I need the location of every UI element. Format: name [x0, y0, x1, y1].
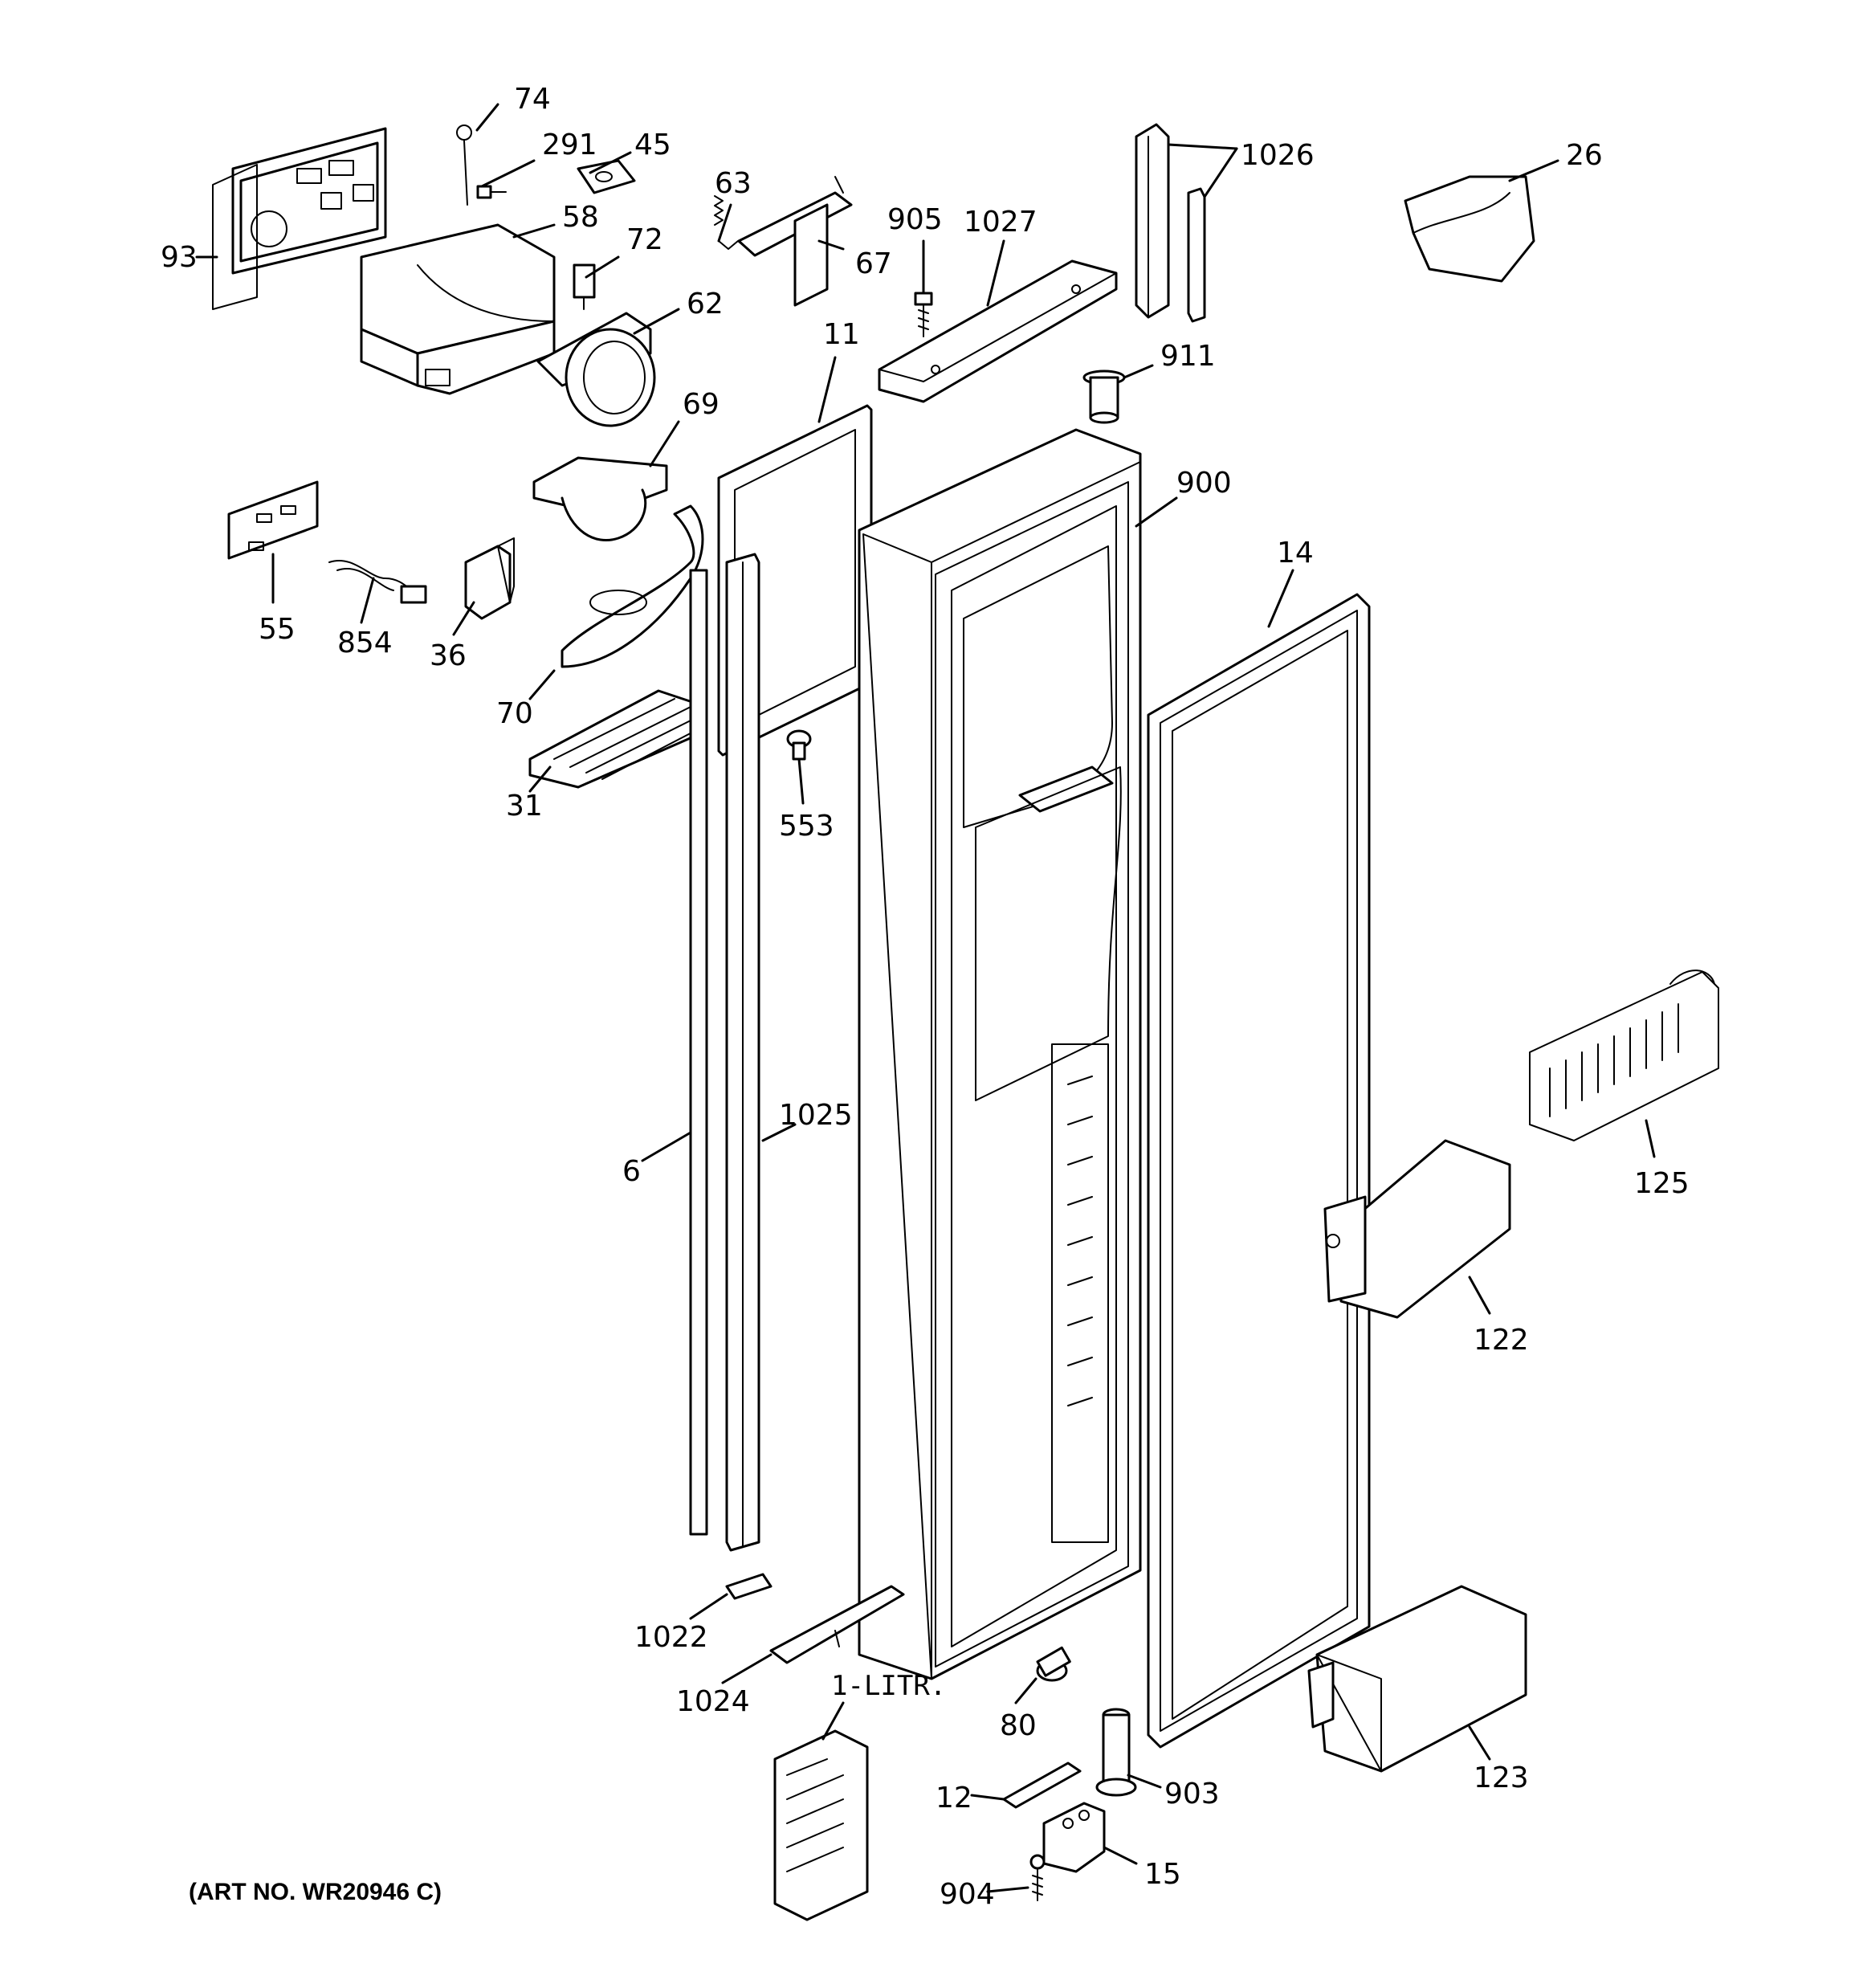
part-905-screw[interactable] — [914, 292, 933, 337]
label-45: 45 — [634, 129, 671, 161]
label-11: 11 — [823, 318, 860, 351]
part-36-bracket[interactable] — [464, 537, 515, 620]
art-number-caption: (ART NO. WR20946 C) — [189, 1879, 442, 1905]
label-291: 291 — [542, 129, 597, 161]
part-854-harness[interactable] — [328, 560, 427, 604]
part-904-screw[interactable] — [1029, 1854, 1046, 1901]
part-70-chute[interactable] — [561, 504, 704, 668]
label-6: 6 — [622, 1155, 641, 1188]
part-12-hinge-plate[interactable] — [1002, 1761, 1082, 1809]
part-15-hinge[interactable] — [1042, 1802, 1106, 1873]
part-1026-trim-strips[interactable] — [1135, 123, 1206, 323]
part-80-fitting[interactable] — [1036, 1646, 1071, 1682]
label-1025: 1025 — [779, 1099, 853, 1132]
part-6-rod[interactable] — [689, 569, 708, 1536]
part-labels: 74 291 45 58 93 72 62 63 67 905 1027 102… — [161, 83, 1690, 1911]
label-63: 63 — [715, 167, 752, 200]
label-36: 36 — [430, 639, 467, 672]
part-1027-top-cap[interactable] — [878, 259, 1118, 403]
label-31: 31 — [506, 790, 543, 823]
part-1022-clip[interactable] — [725, 1573, 773, 1600]
label-123: 123 — [1474, 1761, 1529, 1794]
label-70: 70 — [496, 697, 533, 730]
part-900-door-liner[interactable] — [858, 428, 1142, 1680]
label-80: 80 — [1000, 1709, 1037, 1742]
label-1027: 1027 — [964, 206, 1037, 239]
label-15: 15 — [1144, 1858, 1181, 1891]
label-69: 69 — [683, 388, 720, 421]
part-1-litr-literature[interactable] — [773, 1729, 869, 1921]
label-903: 903 — [1164, 1778, 1220, 1810]
label-854: 854 — [337, 627, 393, 659]
part-123-door-bin[interactable] — [1307, 1585, 1527, 1773]
part-58-dispenser-housing[interactable] — [360, 223, 556, 395]
label-12: 12 — [936, 1782, 972, 1815]
label-14: 14 — [1277, 537, 1314, 569]
part-62-motor[interactable] — [536, 312, 656, 427]
label-904: 904 — [940, 1878, 995, 1911]
label-1022: 1022 — [634, 1621, 708, 1654]
part-55-board[interactable] — [227, 480, 319, 560]
label-1-litr: 1-LITR. — [831, 1670, 946, 1702]
label-55: 55 — [259, 613, 296, 646]
label-26: 26 — [1566, 139, 1603, 172]
part-1025-strip[interactable] — [725, 553, 760, 1552]
label-553: 553 — [779, 810, 834, 843]
part-125-basket[interactable] — [1529, 970, 1719, 1141]
part-72-switch[interactable] — [573, 263, 596, 310]
label-905: 905 — [887, 203, 943, 236]
part-903-tube[interactable] — [1095, 1708, 1137, 1797]
label-58: 58 — [562, 201, 599, 234]
label-74: 74 — [514, 83, 551, 116]
part-93-control-panel[interactable] — [212, 127, 387, 310]
label-911: 911 — [1160, 340, 1216, 373]
label-62: 62 — [687, 288, 724, 320]
part-14-gasket[interactable] — [1147, 593, 1371, 1749]
label-125: 125 — [1634, 1167, 1690, 1200]
label-1024: 1024 — [676, 1685, 750, 1718]
part-74-spring[interactable] — [456, 125, 472, 206]
label-67: 67 — [855, 247, 892, 280]
part-67-actuator[interactable] — [737, 176, 853, 307]
part-122-door-bin[interactable] — [1323, 1139, 1511, 1319]
part-291-screw[interactable] — [476, 185, 507, 199]
part-553-pin[interactable] — [786, 729, 812, 761]
part-31-drip-tray[interactable] — [528, 689, 708, 789]
part-911-bushing[interactable] — [1082, 369, 1126, 424]
label-1026: 1026 — [1241, 139, 1315, 172]
part-1024-bracket[interactable] — [769, 1585, 905, 1664]
part-26-bin[interactable] — [1404, 175, 1535, 283]
label-900: 900 — [1176, 467, 1232, 500]
leader-lines — [195, 103, 1656, 1893]
part-69-funnel[interactable] — [532, 456, 668, 542]
label-122: 122 — [1474, 1324, 1529, 1357]
label-93: 93 — [161, 241, 198, 274]
label-72: 72 — [626, 223, 663, 256]
part-45-bracket[interactable] — [577, 159, 636, 194]
